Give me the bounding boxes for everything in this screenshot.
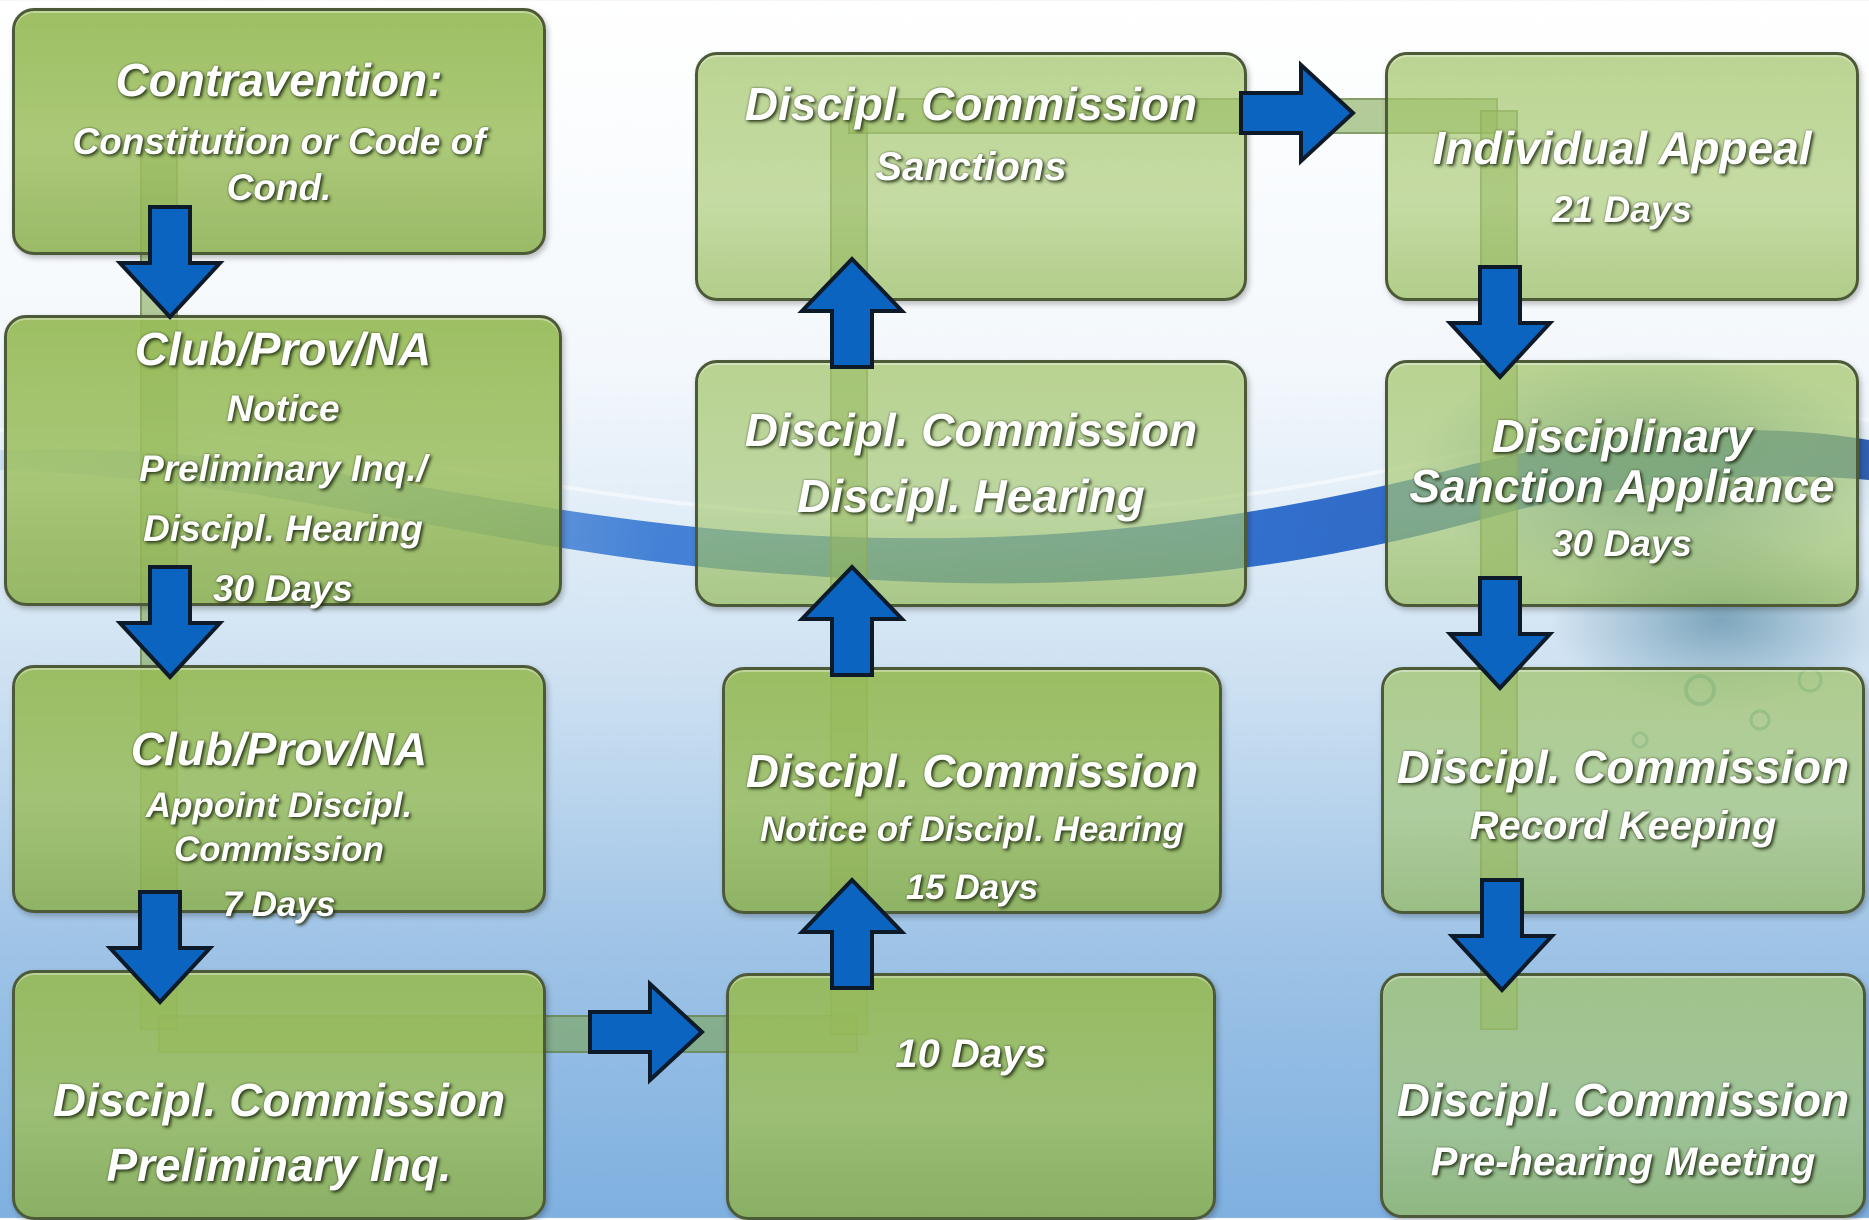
- box-line: 30 Days: [1552, 523, 1692, 564]
- arrow-right-2-to-3: [1445, 576, 1555, 691]
- box-line: Constitution or Code of: [72, 121, 486, 162]
- box-sanction-appliance: Disciplinary Sanction Appliance 30 Days: [1385, 360, 1859, 607]
- box-line: Preliminary Inq.: [106, 1139, 452, 1191]
- arrow-left-to-middle: [588, 979, 705, 1085]
- box-line: 7 Days: [222, 885, 336, 924]
- box-title: Disciplinary: [1491, 410, 1753, 462]
- box-line: Sanction Appliance: [1409, 460, 1835, 512]
- box-10-days: 10 Days: [726, 973, 1216, 1220]
- box-title: Discipl. Commission: [745, 745, 1199, 797]
- box-line: Record Keeping: [1469, 804, 1777, 848]
- arrow-right-1-to-2: [1445, 265, 1555, 380]
- box-appoint-commission: Club/Prov/NA Appoint Discipl. Commission…: [12, 665, 546, 924]
- arrow-left-3-to-4: [105, 890, 215, 1005]
- box-line: 10 Days: [895, 1032, 1047, 1076]
- box-line: Preliminary Inq./: [139, 448, 427, 489]
- box-title: Contravention:: [115, 54, 443, 106]
- box-title: Club/Prov/NA: [130, 723, 428, 775]
- box-line: 30 Days: [213, 568, 353, 609]
- box-individual-appeal: Individual Appeal 21 Days: [1385, 52, 1859, 301]
- box-line: Notice of Discipl. Hearing: [760, 810, 1184, 849]
- box-title: Discipl. Commission: [1396, 741, 1850, 793]
- box-pre-hearing-meeting: Discipl. Commission Pre-hearing Meeting: [1380, 973, 1866, 1218]
- box-notice: Club/Prov/NA Notice Preliminary Inq./ Di…: [4, 315, 562, 609]
- box-title: Discipl. Commission: [744, 78, 1198, 130]
- box-sanctions: Discipl. Commission Sanctions: [695, 52, 1247, 301]
- arrow-left-1-to-2: [115, 205, 225, 320]
- box-title: Individual Appeal: [1432, 122, 1812, 174]
- box-line: Discipl. Hearing: [143, 508, 423, 549]
- box-preliminary-inquiry: Discipl. Commission Preliminary Inq.: [12, 970, 546, 1220]
- box-line: Discipl. Hearing: [797, 470, 1145, 522]
- box-line: Notice: [226, 388, 340, 429]
- arrow-middle-to-right: [1239, 60, 1356, 166]
- box-line: Appoint Discipl.: [145, 786, 413, 825]
- box-line: Sanctions: [875, 145, 1067, 189]
- box-notice-of-hearing: Discipl. Commission Notice of Discipl. H…: [722, 667, 1222, 914]
- arrow-middle-4-to-3: [797, 877, 907, 990]
- arrow-middle-3-to-2: [797, 564, 907, 677]
- box-line: Commission: [173, 830, 385, 869]
- box-title: Discipl. Commission: [1396, 1074, 1850, 1126]
- box-discipl-hearing: Discipl. Commission Discipl. Hearing: [695, 360, 1247, 607]
- arrow-left-2-to-3: [115, 565, 225, 680]
- box-contravention: Contravention: Constitution or Code of C…: [12, 8, 546, 255]
- box-record-keeping: Discipl. Commission Record Keeping: [1381, 667, 1865, 914]
- arrow-right-3-to-4: [1447, 878, 1557, 993]
- box-line: Cond.: [226, 167, 332, 208]
- box-title: Club/Prov/NA: [134, 323, 432, 375]
- box-line: 21 Days: [1552, 189, 1692, 230]
- box-title: Discipl. Commission: [52, 1074, 506, 1126]
- arrow-middle-2-to-1: [797, 256, 907, 369]
- box-line: 15 Days: [905, 868, 1039, 907]
- box-line: Pre-hearing Meeting: [1430, 1140, 1816, 1184]
- box-title: Discipl. Commission: [744, 404, 1198, 456]
